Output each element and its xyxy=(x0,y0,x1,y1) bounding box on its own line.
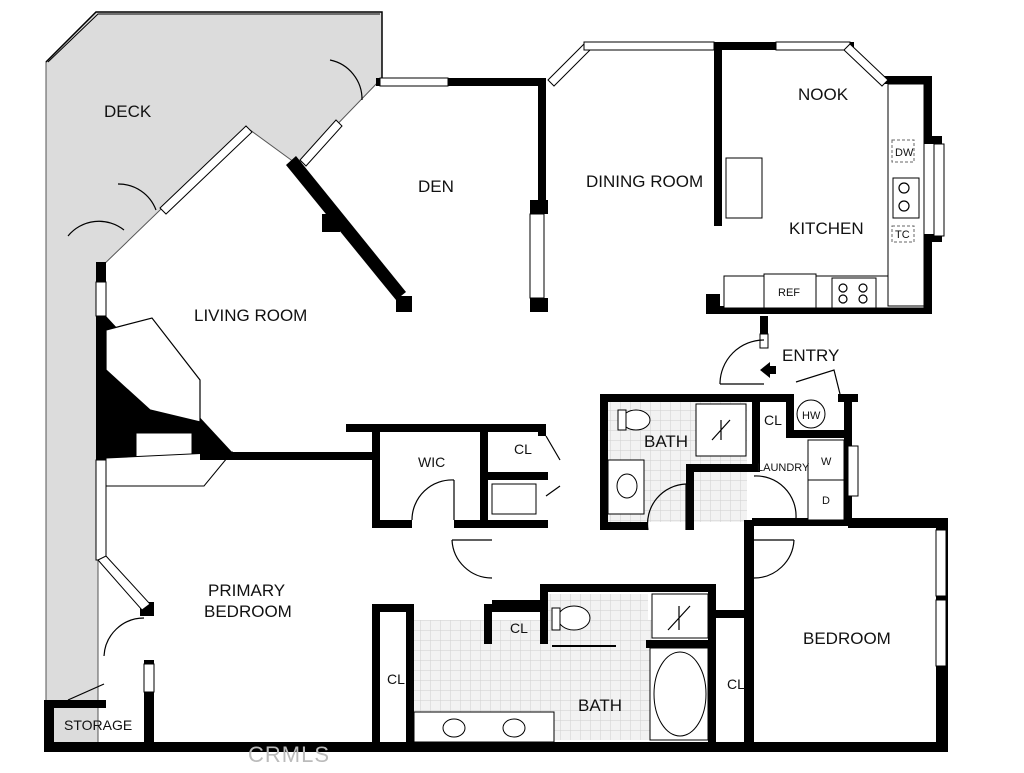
closet-primary-label: CL xyxy=(387,671,405,687)
nook-label: NOOK xyxy=(798,85,849,104)
hw-label: HW xyxy=(802,410,821,422)
tc-label: TC xyxy=(895,229,910,241)
watermark: CRMLS xyxy=(248,742,330,767)
laundry-fixtures xyxy=(796,399,845,521)
entry-label: ENTRY xyxy=(782,346,839,365)
dining-room-label: DINING ROOM xyxy=(586,172,703,191)
hall-bath-label: BATH xyxy=(644,432,688,451)
wic-shelf xyxy=(491,483,537,515)
closet-laundry-label: CL xyxy=(764,412,782,428)
washer-label: W xyxy=(821,456,832,468)
wic-label: WIC xyxy=(418,454,445,470)
room-labels: DECK DEN DINING ROOM NOOK KITCHEN LIVING… xyxy=(64,85,891,733)
living-room-label: LIVING ROOM xyxy=(194,306,307,325)
primary-bath-fixtures xyxy=(413,593,709,743)
deck-label: DECK xyxy=(104,102,152,121)
primary-bath-label: BATH xyxy=(578,696,622,715)
fixture-labels: REF DW TC HW W D CL CL CL CL CL xyxy=(387,147,914,692)
closet-bath-label: CL xyxy=(510,620,528,636)
kitchen-fixtures xyxy=(723,83,925,309)
den-label: DEN xyxy=(418,177,454,196)
closet-wic-label: CL xyxy=(514,441,532,457)
kitchen-label: KITCHEN xyxy=(789,219,864,238)
dw-label: DW xyxy=(895,147,914,159)
closet-bedroom-label: CL xyxy=(727,676,745,692)
doors xyxy=(67,59,841,701)
primary-bedroom-label-2: BEDROOM xyxy=(204,602,292,621)
dryer-label: D xyxy=(822,495,830,507)
ref-label: REF xyxy=(778,287,800,299)
hall-bath-fixtures xyxy=(607,403,747,515)
bedroom-label: BEDROOM xyxy=(803,629,891,648)
laundry-label: LAUNDRY xyxy=(757,462,810,474)
windows xyxy=(95,41,947,693)
primary-bedroom-label-1: PRIMARY xyxy=(208,581,285,600)
entry-arrow-icon xyxy=(760,362,776,378)
storage-label: STORAGE xyxy=(64,717,132,733)
